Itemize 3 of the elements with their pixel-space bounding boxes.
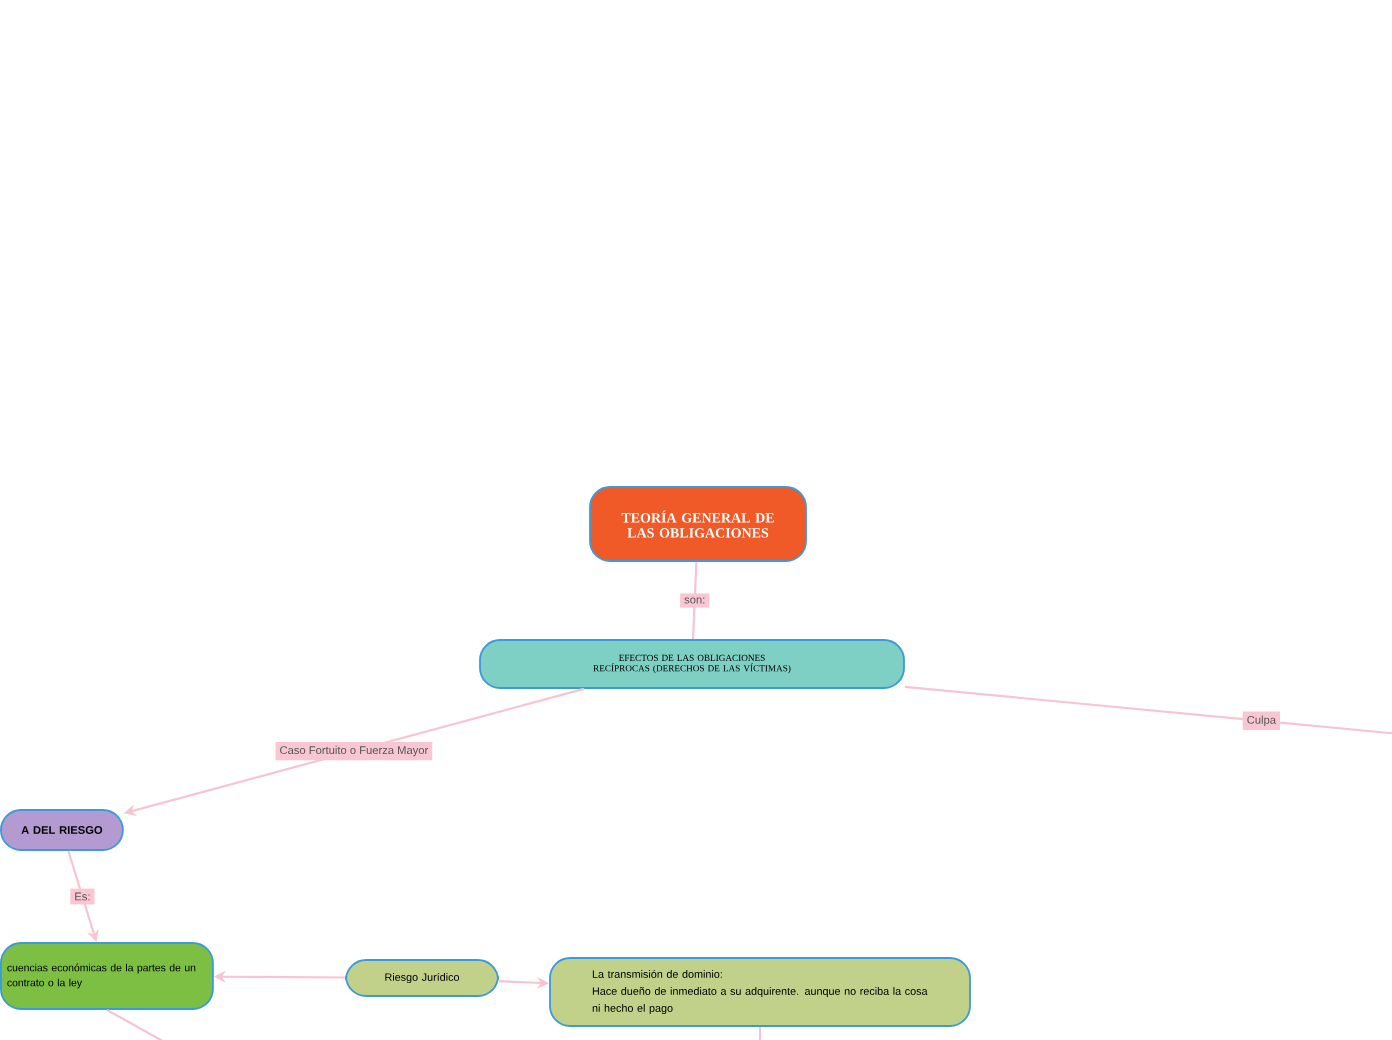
connector	[691, 561, 698, 640]
connector	[758, 1026, 762, 1040]
connector	[904, 685, 1392, 736]
